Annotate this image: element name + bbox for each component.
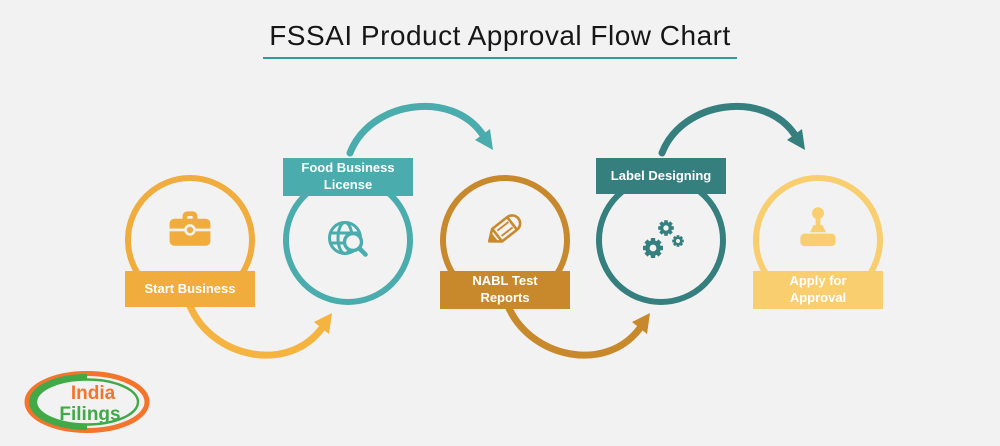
step-label-designing: Label Designing (596, 158, 726, 305)
logo-left-arc (29, 374, 88, 430)
step-label: NABL Test Reports (440, 271, 570, 309)
step-start-business: Start Business (125, 175, 255, 307)
joystick-icon (792, 203, 844, 255)
page-title: FSSAI Product Approval Flow Chart (269, 20, 731, 51)
gears-icon (633, 212, 689, 268)
title-underline (263, 57, 737, 59)
logo-inner-ellipse (34, 378, 140, 426)
arrow-start-to-license (178, 300, 343, 378)
logo-text-india: India (71, 383, 116, 404)
step-apply-for-approval: Apply for Approval (753, 175, 883, 309)
step-label: Label Designing (596, 158, 726, 194)
pencil-icon (477, 201, 533, 257)
step-nabl-test-reports: NABL Test Reports (440, 175, 570, 309)
arrow-license-to-nabl (340, 95, 505, 170)
logo-text-filings: Filings (59, 404, 120, 425)
arrow-label-to-apply (652, 95, 817, 170)
briefcase-icon (164, 203, 216, 255)
globe-search-icon (320, 212, 376, 268)
logo-outer-ellipse (24, 371, 150, 433)
arrow-nabl-to-label (496, 300, 661, 378)
step-label: Apply for Approval (753, 271, 883, 309)
step-label: Start Business (125, 271, 255, 307)
step-food-business-license: Food Business License (283, 158, 413, 305)
indiafilings-logo: India Filings (20, 370, 154, 434)
step-label: Food Business License (283, 158, 413, 196)
